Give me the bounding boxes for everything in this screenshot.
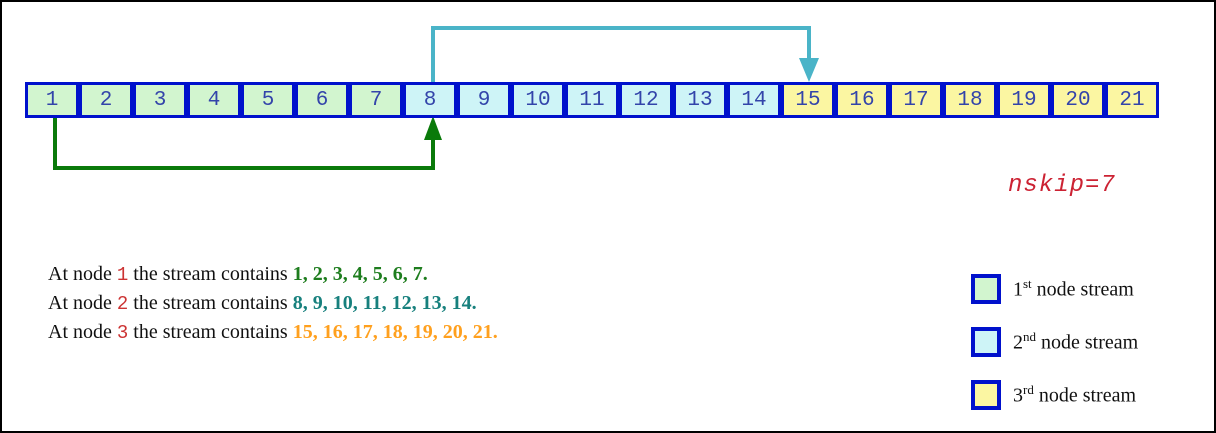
stream-cell-7: 7 [349, 82, 403, 118]
stream-cell-4: 4 [187, 82, 241, 118]
green-skip-arrow [53, 116, 442, 170]
stream-cell-21: 21 [1105, 82, 1159, 118]
sentence-middle: the stream contains [128, 321, 293, 343]
stream-cell-14: 14 [727, 82, 781, 118]
sentence-middle: the stream contains [128, 263, 293, 285]
legend-swatch-2nd-stream [971, 327, 1001, 357]
nskip-label: nskip=7 [1008, 172, 1116, 199]
stream-cell-10: 10 [511, 82, 565, 118]
stream-cell-8: 8 [403, 82, 457, 118]
stream-cell-19: 19 [997, 82, 1051, 118]
green-arrowhead-icon [424, 116, 442, 140]
stream-cell-11: 11 [565, 82, 619, 118]
sentence-middle: the stream contains [128, 292, 293, 314]
legend-row-3: 3rd node stream [971, 380, 1138, 410]
stream-cell-15: 15 [781, 82, 835, 118]
stream-cell-1: 1 [25, 82, 79, 118]
stream-cell-13: 13 [673, 82, 727, 118]
legend-swatch-1st-stream [971, 274, 1001, 304]
stream-cell-12: 12 [619, 82, 673, 118]
stream-cell-20: 20 [1051, 82, 1105, 118]
sentence-node-1: At node 1 the stream contains 1, 2, 3, 4… [48, 260, 498, 289]
stream-cell-17: 17 [889, 82, 943, 118]
stream-cell-3: 3 [133, 82, 187, 118]
node-number: 3 [116, 322, 129, 344]
sentence-prefix: At node [48, 263, 117, 285]
cyan-arrowhead-icon [799, 58, 819, 82]
stream-cell-2: 2 [79, 82, 133, 118]
stream-number-list: 1, 2, 3, 4, 5, 6, 7. [292, 263, 428, 285]
sentences-block: At node 1 the stream contains 1, 2, 3, 4… [48, 260, 498, 347]
sentence-prefix: At node [48, 292, 117, 314]
legend-row-2: 2nd node stream [971, 327, 1138, 357]
cyan-skip-arrow [431, 26, 819, 82]
stream-number-list: 15, 16, 17, 18, 19, 20, 21. [292, 321, 498, 343]
legend-label: 3rd node stream [1013, 382, 1137, 407]
sentence-node-3: At node 3 the stream contains 15, 16, 17… [48, 318, 498, 347]
sentence-prefix: At node [48, 321, 117, 343]
stream-number-list: 8, 9, 10, 11, 12, 13, 14. [292, 292, 477, 314]
node-number: 2 [116, 293, 129, 315]
sentence-node-2: At node 2 the stream contains 8, 9, 10, … [48, 289, 498, 318]
legend-label: 2nd node stream [1013, 329, 1139, 354]
stream-cell-16: 16 [835, 82, 889, 118]
stream-cell-5: 5 [241, 82, 295, 118]
stream-cell-18: 18 [943, 82, 997, 118]
legend-swatch-3rd-stream [971, 380, 1001, 410]
stream-cell-9: 9 [457, 82, 511, 118]
node-number: 1 [116, 264, 129, 286]
legend: 1st node stream 2nd node stream 3rd node… [971, 274, 1138, 431]
legend-row-1: 1st node stream [971, 274, 1138, 304]
legend-label: 1st node stream [1013, 276, 1134, 301]
stream-cell-6: 6 [295, 82, 349, 118]
